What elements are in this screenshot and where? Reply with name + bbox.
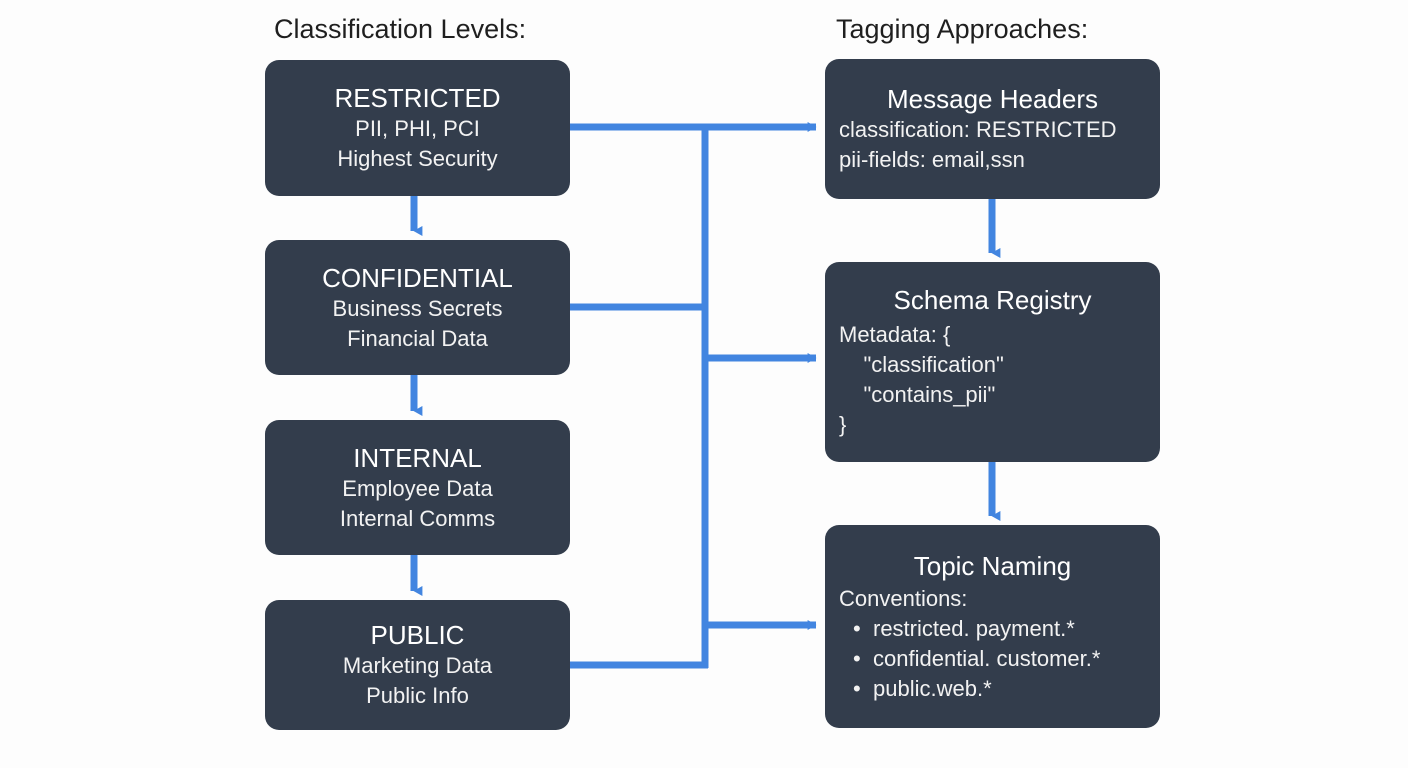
node-topic-naming-intro: Conventions: <box>839 585 968 611</box>
node-public-title: PUBLIC <box>370 620 465 650</box>
node-message-headers-line-2: pii-fields: email,ssn <box>839 147 1025 172</box>
node-restricted-line-1: PII, PHI, PCI <box>355 116 480 141</box>
node-message-headers-title: Message Headers <box>887 84 1098 114</box>
node-schema-registry[interactable]: Schema Registry Metadata: { "classificat… <box>825 262 1160 462</box>
node-internal-content: INTERNAL Employee Data Internal Comms <box>265 442 570 534</box>
node-public-content: PUBLIC Marketing Data Public Info <box>265 619 570 711</box>
node-confidential-line-2: Financial Data <box>347 325 488 351</box>
node-schema-registry-line-1: Metadata: { <box>839 322 951 347</box>
node-schema-registry-line-2: "classification" <box>839 352 1004 377</box>
node-message-headers-line-1: classification: RESTRICTED <box>839 117 1117 142</box>
classification-levels-heading: Classification Levels: <box>274 14 527 44</box>
node-confidential-title: CONFIDENTIAL <box>322 262 513 293</box>
tagging-approaches-heading: Tagging Approaches: <box>836 14 1089 44</box>
node-restricted-content: RESTRICTED PII, PHI, PCI Highest Securit… <box>265 82 570 174</box>
node-schema-registry-line-3: "contains_pii" <box>839 382 996 407</box>
node-restricted[interactable]: RESTRICTED PII, PHI, PCI Highest Securit… <box>265 60 570 196</box>
node-confidential-content: CONFIDENTIAL Business Secrets Financial … <box>265 262 570 354</box>
node-public[interactable]: PUBLIC Marketing Data Public Info <box>265 600 570 730</box>
node-schema-registry-content: Schema Registry Metadata: { "classificat… <box>825 284 1160 440</box>
topic-naming-convention-list: restricted. payment.* confidential. cust… <box>839 614 1146 704</box>
list-item: public.web.* <box>853 674 1146 704</box>
node-message-headers-content: Message Headers classification: RESTRICT… <box>825 83 1160 175</box>
node-confidential[interactable]: CONFIDENTIAL Business Secrets Financial … <box>265 240 570 375</box>
list-item: confidential. customer.* <box>853 644 1146 674</box>
node-public-line-1: Marketing Data <box>342 653 493 678</box>
node-restricted-title: RESTRICTED <box>334 83 501 113</box>
node-schema-registry-line-4: } <box>839 412 847 437</box>
node-internal[interactable]: INTERNAL Employee Data Internal Comms <box>265 420 570 555</box>
node-message-headers[interactable]: Message Headers classification: RESTRICT… <box>825 59 1160 199</box>
node-topic-naming[interactable]: Topic Naming Conventions: restricted. pa… <box>825 525 1160 728</box>
node-schema-registry-title: Schema Registry <box>893 285 1092 315</box>
node-restricted-line-2: Highest Security <box>337 146 498 171</box>
node-confidential-line-1: Business Secrets <box>332 295 503 321</box>
list-item: restricted. payment.* <box>853 614 1146 644</box>
node-internal-line-1: Employee Data <box>342 475 493 501</box>
node-topic-naming-title: Topic Naming <box>913 550 1072 581</box>
node-internal-line-2: Internal Comms <box>339 505 496 531</box>
node-topic-naming-content: Topic Naming Conventions: restricted. pa… <box>825 550 1160 704</box>
node-internal-title: INTERNAL <box>353 442 482 473</box>
node-public-line-2: Public Info <box>366 683 469 708</box>
